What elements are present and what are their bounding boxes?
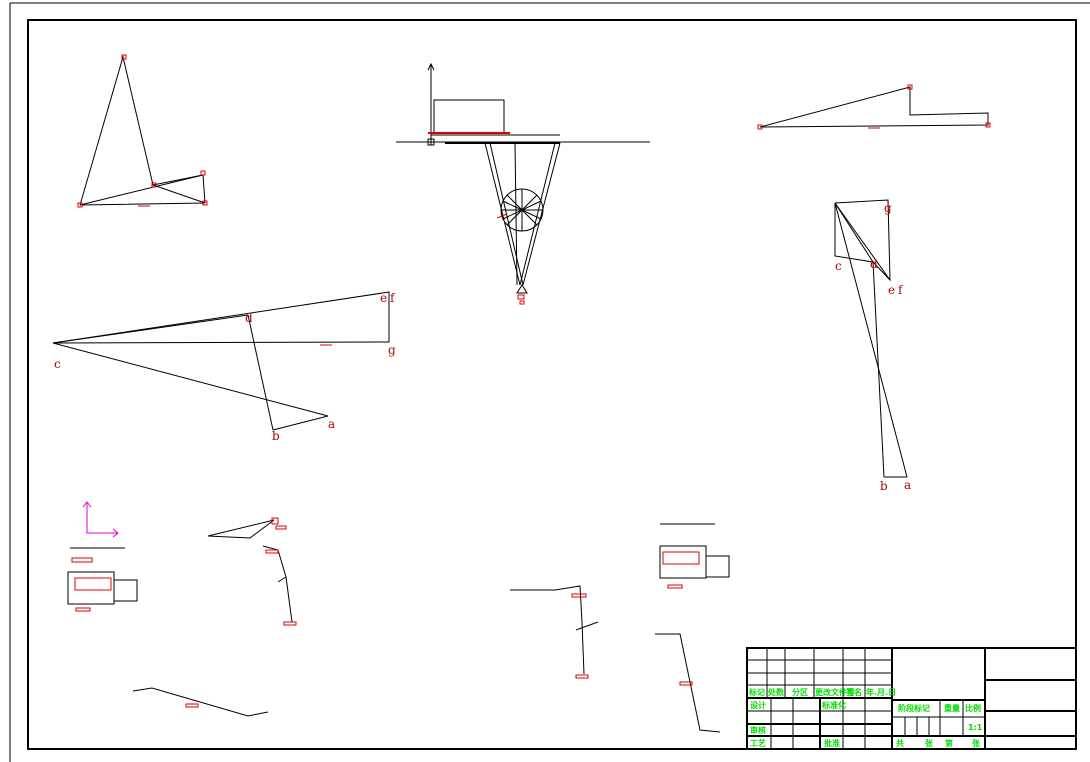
label-d: d bbox=[245, 311, 253, 325]
label-e: e bbox=[380, 291, 387, 305]
acceleration-polygon-right: c d e f g b a bbox=[834, 199, 911, 493]
tb-total: 共 bbox=[896, 738, 904, 748]
title-block: 标记 处数 分区 更改文件号 签名 年.月.日 设计 标准化 审核 工艺 批准 … bbox=[746, 647, 1077, 750]
tb-number: 第 bbox=[945, 738, 953, 748]
tb-scale-value: 1:1 bbox=[968, 723, 983, 732]
tb-weight: 重量 bbox=[944, 703, 960, 713]
tb-mark: 标记 bbox=[748, 687, 765, 697]
velocity-polygon-top-left bbox=[77, 54, 208, 208]
tb-approve: 批准 bbox=[824, 738, 840, 748]
mechanism-diagram bbox=[396, 62, 650, 305]
tb-scale-label: 比例 bbox=[965, 703, 981, 713]
label-f-right: f bbox=[898, 283, 904, 297]
tb-sheet1: 张 bbox=[925, 739, 934, 748]
label-d-right: d bbox=[870, 257, 878, 271]
tb-signature: 签名 bbox=[845, 687, 862, 697]
label-f: f bbox=[390, 291, 396, 305]
small-sketches bbox=[67, 517, 730, 733]
tb-stage-mark: 阶段标记 bbox=[898, 703, 930, 713]
tb-count: 处数 bbox=[767, 687, 785, 697]
label-e-right: e bbox=[888, 283, 895, 297]
label-b: b bbox=[272, 429, 280, 443]
label-c: c bbox=[54, 357, 61, 371]
tb-review: 审核 bbox=[750, 725, 766, 735]
sheet-frame bbox=[9, 2, 1090, 762]
label-g-right: g bbox=[884, 201, 892, 215]
triangle-top-right bbox=[757, 84, 991, 130]
tb-design: 设计 bbox=[750, 700, 766, 710]
ucs-axis-icon bbox=[82, 501, 119, 538]
label-c-right: c bbox=[835, 259, 842, 273]
acceleration-polygon-left: c d e f g b a bbox=[52, 291, 396, 443]
tb-change-doc: 更改文件号 bbox=[815, 687, 855, 697]
label-g: g bbox=[388, 343, 396, 357]
tb-process: 工艺 bbox=[750, 738, 766, 748]
tb-standardize: 标准化 bbox=[821, 700, 846, 710]
label-b-right: b bbox=[880, 479, 888, 493]
label-a-right: a bbox=[904, 478, 911, 492]
tb-date: 年.月.日 bbox=[866, 687, 896, 697]
label-a: a bbox=[328, 417, 335, 431]
tb-zone: 分区 bbox=[792, 687, 808, 697]
tb-sheet2: 张 bbox=[972, 739, 981, 748]
